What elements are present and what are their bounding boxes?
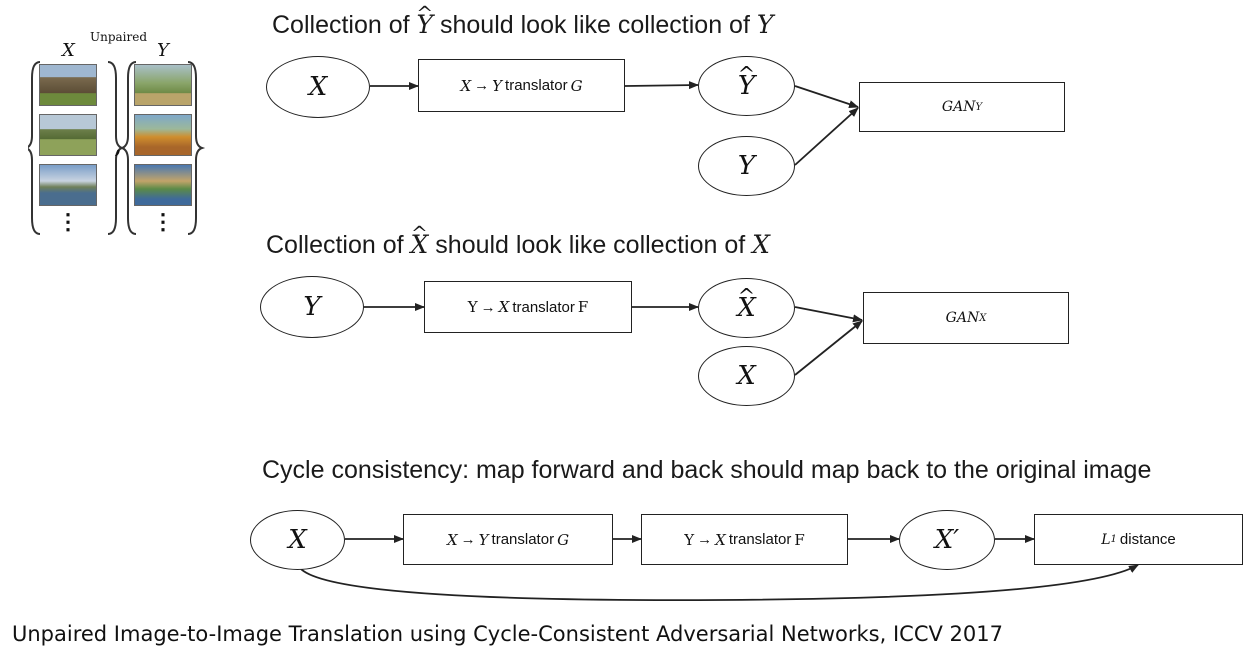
section3-heading: Cycle consistency: map forward and back … <box>262 456 1152 484</box>
translator-from: X <box>446 530 458 549</box>
node-label: Y <box>303 292 321 322</box>
l1-label: L <box>1101 531 1111 548</box>
node-label: Y <box>738 71 755 101</box>
edge-x-to-gan-x <box>794 320 863 376</box>
painting-thumbnail <box>134 164 192 206</box>
translator-arrow: → <box>474 77 490 94</box>
node-y-input: Y <box>260 276 364 338</box>
translator-to: Y <box>492 76 503 95</box>
heading-text: Collection of <box>272 11 417 39</box>
edge-g-to-yhat <box>624 81 699 90</box>
heading-var-x-hat: X <box>411 230 429 259</box>
node-label: Y <box>737 151 756 181</box>
translator-from: Y <box>467 298 478 316</box>
translator-to: X <box>498 298 510 316</box>
node-y-real: Y <box>698 136 795 196</box>
gan-label: GAN <box>945 310 980 326</box>
photo-thumbnail <box>39 64 97 106</box>
node-x-cycle-input: X <box>250 510 345 570</box>
edge-y-to-gan-y <box>794 107 859 166</box>
heading-text: should look like collection of <box>428 231 753 259</box>
translator-name: G <box>557 530 570 549</box>
citation: Unpaired Image-to-Image Translation usin… <box>12 622 1003 646</box>
node-label: X <box>737 361 756 391</box>
section2-heading: Collection of X should look like collect… <box>266 230 770 260</box>
node-x-input: X <box>266 56 370 118</box>
node-label: X <box>737 293 756 323</box>
collection-braces <box>28 61 206 235</box>
translator-from: Y <box>684 530 695 549</box>
translator-name: F <box>794 530 805 549</box>
node-label: X′ <box>934 525 960 555</box>
collection-x-label: X <box>62 40 75 61</box>
gan-label: GAN <box>941 99 976 115</box>
node-x-hat: X <box>698 278 795 338</box>
node-label: X <box>308 72 328 102</box>
translator-name: G <box>570 76 583 95</box>
painting-thumbnail <box>134 64 192 106</box>
l1-subscript: 1 <box>1110 534 1117 545</box>
node-label: X <box>288 525 307 555</box>
translator-text: translator <box>728 531 792 548</box>
gan-subscript: X <box>979 312 987 324</box>
translator-arrow: → <box>697 531 713 548</box>
translator-from: X <box>460 76 472 95</box>
heading-var-y: Y <box>756 10 774 39</box>
photo-thumbnail <box>39 164 97 206</box>
heading-var-y-hat: Y <box>417 10 434 39</box>
translator-to: Y <box>478 530 489 549</box>
translator-text: translator <box>512 298 575 316</box>
edge-xhat-to-gan-x <box>794 306 863 323</box>
edge-x-to-l1-skip <box>299 564 1139 602</box>
translator-name: F <box>577 298 589 316</box>
heading-text: Collection of <box>266 231 411 259</box>
translator-to: X <box>715 530 726 549</box>
translator-arrow: → <box>460 531 476 548</box>
photo-thumbnail <box>39 114 97 156</box>
l1-text: distance <box>1119 531 1176 548</box>
unpaired-label: Unpaired <box>90 30 148 44</box>
edge-yhat-to-gan-y <box>794 85 859 108</box>
node-x-real: X <box>698 346 795 406</box>
gan-subscript: Y <box>975 101 983 113</box>
collection-comma: , <box>114 130 123 160</box>
translator-text: translator <box>491 531 555 548</box>
section1-heading: Collection of Y should look like collect… <box>272 10 773 40</box>
node-y-hat: Y <box>698 56 795 116</box>
node-x-prime: X′ <box>899 510 995 570</box>
translator-text: translator <box>505 77 568 94</box>
heading-var-x: X <box>752 230 770 259</box>
heading-text: should look like collection of <box>433 11 757 39</box>
translator-arrow: → <box>480 298 496 316</box>
painting-thumbnail <box>134 114 192 156</box>
collection-y-label: Y <box>157 40 169 61</box>
